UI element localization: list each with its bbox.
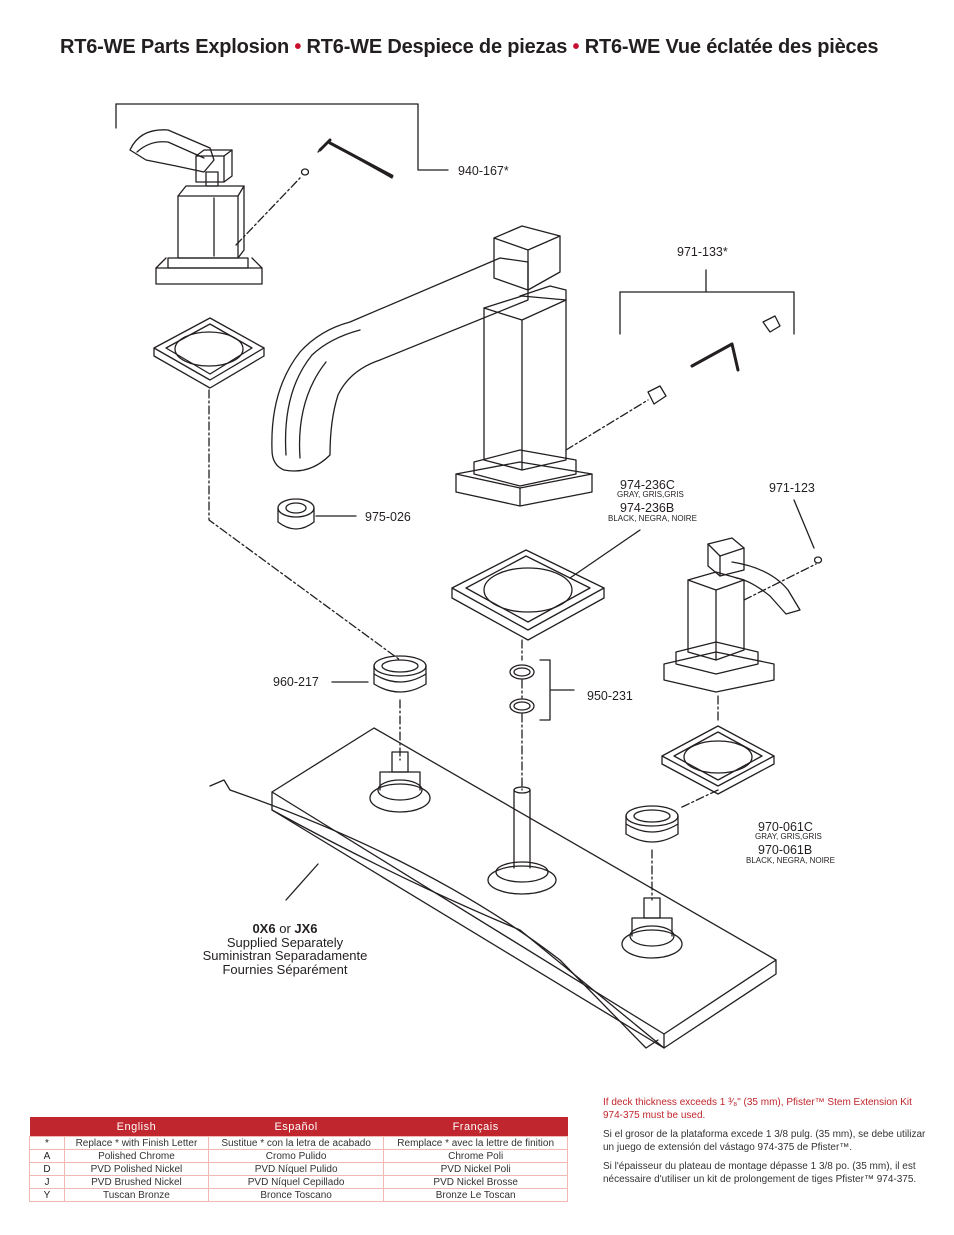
callout-970-061b-sub: BLACK, NEGRA, NOIRE bbox=[746, 856, 835, 865]
callout-974-236b: 974-236B bbox=[620, 501, 675, 515]
deck-or: or bbox=[279, 921, 291, 936]
callout-971-123: 971-123 bbox=[769, 481, 815, 495]
deck-note: 0X6 or JX6 Supplied Separately Suministr… bbox=[170, 922, 400, 976]
adapter-975-026 bbox=[277, 498, 315, 530]
bracket-940-167 bbox=[115, 103, 449, 171]
header-code bbox=[29, 1117, 65, 1137]
title-spanish: RT6-WE Despiece de piezas bbox=[306, 36, 568, 58]
title-separator: • bbox=[294, 36, 302, 58]
finish-spanish: PVD Níquel Pulido bbox=[207, 1162, 385, 1176]
right-nut bbox=[625, 805, 679, 843]
deck-note-english: Supplied Separately bbox=[226, 934, 344, 950]
finish-spanish: Sustitue * con la letra de acabado bbox=[207, 1136, 385, 1150]
deck-note-spanish: Suministran Separadamente bbox=[202, 948, 368, 963]
header-spanish: Español bbox=[208, 1117, 384, 1137]
callout-940-167: 940-167* bbox=[458, 164, 509, 178]
callout-960-217: 960-217 bbox=[273, 675, 319, 689]
table-row: A Polished Chrome Cromo Pulido Chrome Po… bbox=[29, 1149, 568, 1163]
finish-french: Bronze Le Toscan bbox=[383, 1188, 568, 1202]
deck-note-french: Fournies Séparément bbox=[222, 961, 348, 977]
nut-960-217 bbox=[373, 655, 427, 693]
finish-english: Replace * with Finish Letter bbox=[64, 1136, 209, 1150]
finish-french: Chrome Poli bbox=[383, 1149, 568, 1163]
left-handle-gasket bbox=[153, 317, 265, 389]
callout-970-061c: 970-061C bbox=[758, 820, 813, 834]
left-handle-part bbox=[129, 129, 263, 285]
table-row: Y Tuscan Bronze Bronce Toscano Bronze Le… bbox=[29, 1188, 568, 1202]
spout-part bbox=[271, 225, 593, 507]
table-row: D PVD Polished Nickel PVD Níquel Pulido … bbox=[29, 1162, 568, 1176]
finish-english: Polished Chrome bbox=[64, 1149, 209, 1163]
finish-table: English Español Français * Replace * wit… bbox=[29, 1117, 568, 1202]
allen-wrench-icon bbox=[690, 342, 740, 372]
finish-spanish: Bronce Toscano bbox=[207, 1188, 385, 1202]
finish-code: D bbox=[29, 1162, 65, 1176]
table-row: J PVD Brushed Nickel PVD Níquel Cepillad… bbox=[29, 1175, 568, 1189]
header-english: English bbox=[64, 1117, 209, 1137]
finish-english: PVD Polished Nickel bbox=[64, 1162, 209, 1176]
title-french: RT6-WE Vue éclatée des pièces bbox=[584, 36, 879, 58]
set-screw-icon bbox=[300, 168, 310, 176]
orings-950-231 bbox=[509, 664, 535, 714]
bracket-971-133 bbox=[619, 269, 795, 335]
table-row: * Replace * with Finish Letter Sustitue … bbox=[29, 1136, 568, 1150]
finish-spanish: PVD Níquel Cepillado bbox=[207, 1175, 385, 1189]
callout-974-236c-sub: GRAY, GRIS,GRIS bbox=[617, 490, 684, 499]
finish-code: Y bbox=[29, 1188, 65, 1202]
title-english: RT6-WE Parts Explosion bbox=[60, 36, 289, 58]
title-separator: • bbox=[572, 36, 580, 58]
note-english: If deck thickness exceeds 1 ³⁄₈" (35 mm)… bbox=[603, 1097, 912, 1121]
finish-english: Tuscan Bronze bbox=[64, 1188, 209, 1202]
deck-thickness-notes: If deck thickness exceeds 1 ³⁄₈" (35 mm)… bbox=[603, 1097, 933, 1193]
right-handle-part bbox=[663, 537, 801, 693]
finish-code: * bbox=[29, 1136, 65, 1150]
cap-screw-icon bbox=[762, 315, 781, 333]
right-valve bbox=[621, 897, 683, 959]
allen-wrench-icon bbox=[317, 141, 393, 179]
callout-970-061c-sub: GRAY, GRIS,GRIS bbox=[755, 832, 822, 841]
finish-table-header: English Español Français bbox=[29, 1117, 568, 1137]
deck-model-a: 0X6 bbox=[252, 921, 276, 936]
finish-french: Remplace * avec la lettre de finition bbox=[383, 1136, 568, 1150]
callout-950-231: 950-231 bbox=[587, 689, 633, 703]
note-spanish: Si el grosor de la plataforma excede 1 3… bbox=[603, 1129, 926, 1153]
finish-code: A bbox=[29, 1149, 65, 1163]
finish-french: PVD Nickel Poli bbox=[383, 1162, 568, 1176]
finish-french: PVD Nickel Brosse bbox=[383, 1175, 568, 1189]
finish-code: J bbox=[29, 1175, 65, 1189]
note-french: Si l'épaisseur du plateau de montage dép… bbox=[603, 1161, 917, 1185]
callout-974-236c: 974-236C bbox=[620, 478, 675, 492]
callout-975-026: 975-026 bbox=[365, 510, 411, 524]
callout-974-236b-sub: BLACK, NEGRA, NOIRE bbox=[608, 514, 697, 523]
right-handle-gasket bbox=[661, 725, 775, 795]
finish-english: PVD Brushed Nickel bbox=[64, 1175, 209, 1189]
set-screw-icon bbox=[647, 385, 667, 405]
screw-971-123-icon bbox=[813, 556, 823, 564]
deck-plate bbox=[209, 727, 777, 1049]
header-french: Français bbox=[383, 1117, 568, 1137]
left-valve bbox=[369, 751, 431, 813]
deck-model-b: JX6 bbox=[294, 921, 318, 936]
deck-gasket-974-236 bbox=[451, 549, 605, 641]
page-title: RT6-WE Parts Explosion • RT6-WE Despiece… bbox=[60, 36, 878, 59]
callout-970-061b: 970-061B bbox=[758, 843, 813, 857]
spout-stem bbox=[487, 786, 557, 895]
callout-971-133: 971-133* bbox=[677, 245, 728, 259]
finish-spanish: Cromo Pulido bbox=[207, 1149, 385, 1163]
parts-explosion-diagram bbox=[115, 103, 823, 1049]
